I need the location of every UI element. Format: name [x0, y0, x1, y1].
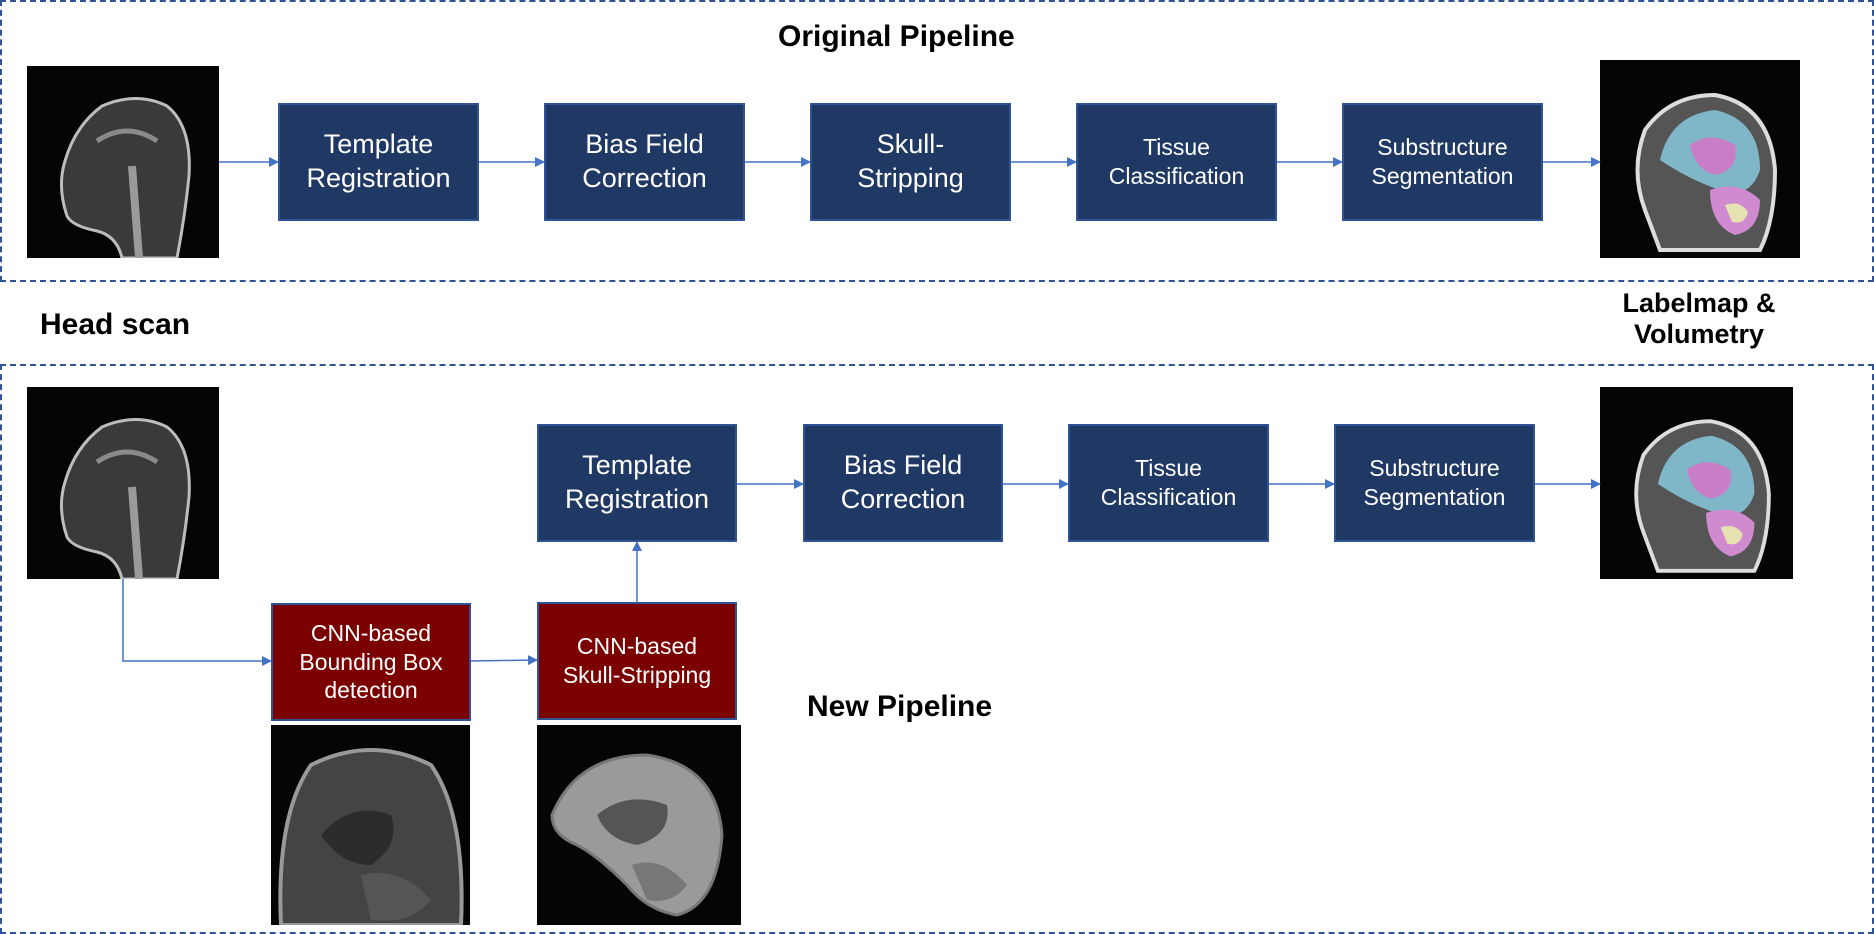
labelmap-image-top	[1600, 60, 1800, 258]
skull-stripped-image	[537, 725, 741, 925]
original-pipeline-title: Original Pipeline	[778, 20, 1015, 53]
new-pipeline-title: New Pipeline	[807, 690, 993, 723]
original-pipeline-frame	[0, 0, 1874, 282]
arrow-bbox-to-skullstrip	[470, 655, 538, 666]
new-step-template-registration[interactable]: Template Registration	[537, 424, 737, 542]
head-scan-image-bottom	[27, 387, 219, 579]
labelmap-image-bottom	[1600, 387, 1793, 579]
original-step-skull-stripping[interactable]: Skull- Stripping	[810, 103, 1011, 221]
new-step-bias-field-correction[interactable]: Bias Field Correction	[803, 424, 1003, 542]
new-step-substructure-segmentation[interactable]: Substructure Segmentation	[1334, 424, 1535, 542]
original-step-bias-field-correction[interactable]: Bias Field Correction	[544, 103, 745, 221]
bounding-box-crop-image	[271, 725, 470, 925]
original-step-substructure-segmentation[interactable]: Substructure Segmentation	[1342, 103, 1543, 221]
labelmap-volumetry-label: Labelmap & Volumetry	[1622, 288, 1776, 350]
head-scan-image-top	[27, 66, 219, 258]
original-step-template-registration[interactable]: Template Registration	[278, 103, 479, 221]
cnn-bounding-box-detection[interactable]: CNN-based Bounding Box detection	[271, 603, 471, 721]
head-scan-label: Head scan	[40, 308, 191, 341]
original-step-tissue-classification[interactable]: Tissue Classification	[1076, 103, 1277, 221]
cnn-skull-stripping[interactable]: CNN-based Skull-Stripping	[537, 602, 737, 720]
new-pipeline-frame	[0, 364, 1874, 934]
new-step-tissue-classification[interactable]: Tissue Classification	[1068, 424, 1269, 542]
arrow-scan-to-bbox	[122, 579, 272, 666]
